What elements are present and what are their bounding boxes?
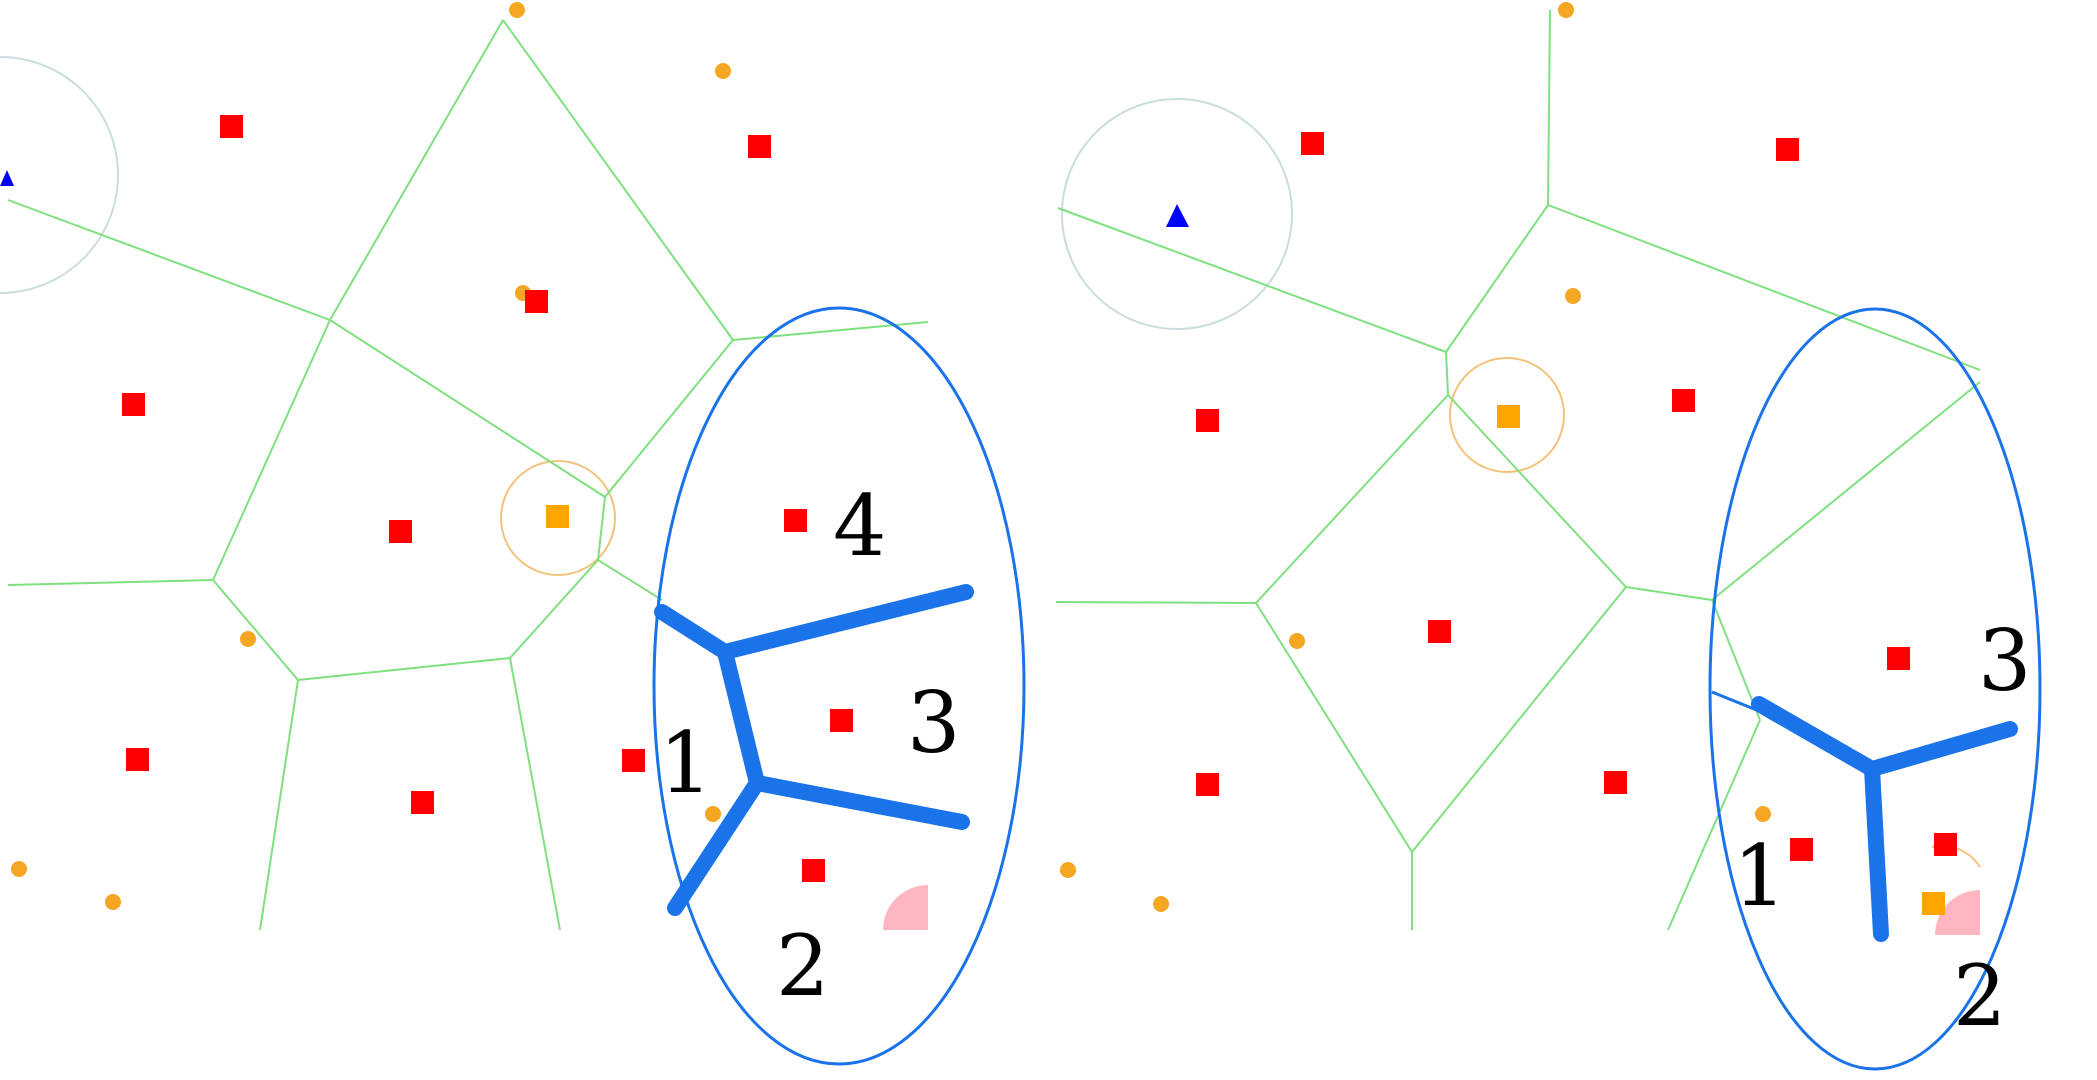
right-region-label-2: 2 [1953,947,2006,1045]
right-panel: 3 1 2 [1055,2,2042,1071]
orange-goal-square [1922,892,1945,915]
orange-goal-square [1497,405,1520,428]
blue-triangle-icon [0,170,14,186]
left-region-label-1: 1 [659,714,712,812]
highlight-ellipse [1708,307,2042,1071]
voronoi-edges [1055,9,1981,931]
region-boundary-skeleton [654,584,974,916]
region-boundary-thin [1711,690,1760,713]
orange-dots [11,2,731,910]
pink-sector [883,885,928,930]
highlight-ellipse [652,306,1026,1066]
left-region-label-3: 3 [907,674,960,772]
sensor-ring-orange [500,460,616,576]
sensor-ring-blue [1061,98,1293,330]
pink-sector [1935,890,1980,935]
left-region-label-2: 2 [776,917,829,1015]
left-panel: 4 3 1 2 [0,2,1026,1066]
red-squares [122,115,853,882]
orange-dots [1060,2,1771,912]
sensor-ring-orange [1449,357,1565,473]
sensor-ring-blue [0,56,119,294]
region-boundary-skeleton [1751,696,2018,942]
red-squares [1196,132,1957,861]
right-region-label-3: 3 [1978,612,2031,710]
left-region-label-4: 4 [833,477,886,575]
right-region-label-1: 1 [1733,827,1786,925]
orange-goal-square [546,505,569,528]
blue-triangle-icon [1166,204,1189,227]
